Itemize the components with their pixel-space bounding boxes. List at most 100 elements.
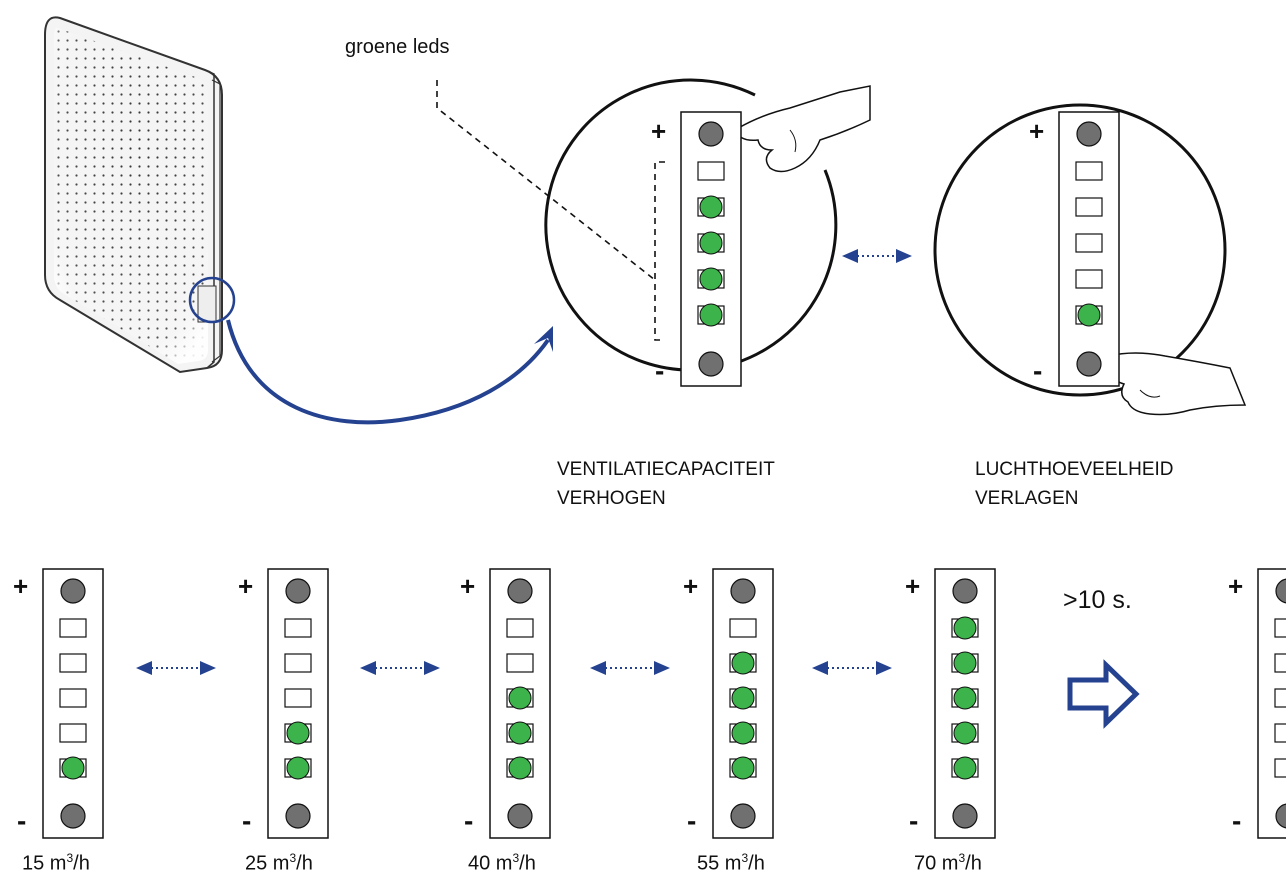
step-panel-1-led-1: [59, 618, 87, 638]
toggle-arrow-1: [136, 661, 216, 675]
timeout-label: >10 s.: [1063, 586, 1132, 614]
step-panel-4-plus-sign: +: [683, 571, 698, 601]
panel-increase-led-1: [697, 161, 725, 181]
panel-decrease-led-2: [1075, 197, 1103, 217]
step-panel-5: +-: [905, 568, 996, 839]
toggle-arrow-2: [360, 661, 440, 675]
zoom-arrow: [226, 319, 550, 425]
flow-label-4: 55 m3/h: [697, 851, 765, 875]
panel-decrease-led-3: [1075, 233, 1103, 253]
panel-increase: +-: [651, 111, 742, 387]
zoom-circle-decrease: [933, 103, 1227, 397]
step-panel-4-minus-sign: -: [687, 805, 696, 836]
panel-increase-led-3-lit: [699, 231, 723, 255]
step-panel-3-minus-button[interactable]: [507, 803, 533, 829]
panel-increase-led-4-lit: [699, 267, 723, 291]
step-panel-4-led-2-lit: [731, 651, 755, 675]
callout-line: [436, 80, 656, 281]
step-panel-5-plus-sign: +: [905, 571, 920, 601]
step-panel-4-led-3-lit: [731, 686, 755, 710]
step-panel-1-plus-button[interactable]: [60, 578, 86, 604]
timeout-result-panel-led-3: [1274, 688, 1286, 708]
timeout-result-panel-minus-sign: -: [1232, 805, 1241, 836]
step-panel-1: +-: [13, 568, 104, 839]
panel-decrease-plus-button[interactable]: [1076, 121, 1102, 147]
panel-decrease-plus-sign: +: [1029, 116, 1044, 146]
step-panel-2-plus-button[interactable]: [285, 578, 311, 604]
step-panel-1-led-4: [59, 723, 87, 743]
step-panel-4: +-: [683, 568, 774, 839]
step-panel-1-led-5-lit: [61, 756, 85, 780]
step-panel-1-plus-sign: +: [13, 571, 28, 601]
step-panel-5-led-2-lit: [953, 651, 977, 675]
step-panel-3-plus-button[interactable]: [507, 578, 533, 604]
step-panel-5-minus-button[interactable]: [952, 803, 978, 829]
zoom-arrow-head: [534, 326, 553, 352]
caption-decrease-line2: VERLAGEN: [975, 488, 1079, 509]
hand-pressing-plus: [734, 85, 871, 173]
step-panel-1-minus-button[interactable]: [60, 803, 86, 829]
step-panel-1-led-2: [59, 653, 87, 673]
flow-label-2: 25 m3/h: [245, 851, 313, 875]
step-panel-3-led-3-lit: [508, 686, 532, 710]
step-panel-5-led-1-lit: [953, 616, 977, 640]
step-panel-5-led-5-lit: [953, 756, 977, 780]
step-panel-3-led-5-lit: [508, 756, 532, 780]
step-panel-3-plus-sign: +: [460, 571, 475, 601]
caption-increase: VENTILATIECAPACITEIT VERHOGEN: [557, 455, 775, 513]
timeout-result-panel-led-1: [1274, 618, 1286, 638]
timeout-result-panel: +-: [1228, 568, 1286, 839]
timeout-arrow: [1067, 659, 1140, 729]
panel-increase-minus-sign: -: [655, 355, 664, 386]
step-panel-2-led-4-lit: [286, 721, 310, 745]
step-panel-2-led-3: [284, 688, 312, 708]
timeout-result-panel-plus-button[interactable]: [1275, 578, 1286, 604]
panel-increase-minus-button[interactable]: [698, 351, 724, 377]
toggle-arrow-3: [590, 661, 670, 675]
step-panel-2-led-5-lit: [286, 756, 310, 780]
step-panel-3-led-1: [506, 618, 534, 638]
panel-decrease-led-5-lit: [1077, 303, 1101, 327]
step-panel-3: +-: [460, 568, 551, 839]
timeout-result-panel-plus-sign: +: [1228, 571, 1243, 601]
panel-decrease: +-: [1029, 111, 1120, 387]
step-panel-4-led-5-lit: [731, 756, 755, 780]
timeout-result-panel-led-2: [1274, 653, 1286, 673]
caption-decrease: LUCHTHOEVEELHEID VERLAGEN: [975, 455, 1174, 513]
step-panel-4-minus-button[interactable]: [730, 803, 756, 829]
step-panel-5-minus-sign: -: [909, 805, 918, 836]
flow-label-5: 70 m3/h: [914, 851, 982, 875]
toggle-arrow-4: [812, 661, 892, 675]
caption-increase-line2: VERHOGEN: [557, 488, 666, 509]
step-panel-3-led-4-lit: [508, 721, 532, 745]
step-panel-3-minus-sign: -: [464, 805, 473, 836]
step-panel-4-plus-button[interactable]: [730, 578, 756, 604]
led-bracket: [654, 161, 665, 341]
step-panel-1-led-3: [59, 688, 87, 708]
panel-decrease-led-1: [1075, 161, 1103, 181]
panel-increase-plus-sign: +: [651, 116, 666, 146]
step-panel-4-led-1: [729, 618, 757, 638]
step-panel-4-led-4-lit: [731, 721, 755, 745]
step-panel-2-led-2: [284, 653, 312, 673]
flow-label-1: 15 m3/h: [22, 851, 90, 875]
hand-pressing-minus: [1104, 352, 1247, 416]
timeout-result-panel-minus-button[interactable]: [1275, 803, 1286, 829]
toggle-arrow-top: [842, 249, 912, 263]
step-panel-5-plus-button[interactable]: [952, 578, 978, 604]
ventilation-device: [44, 16, 236, 374]
flow-label-3: 40 m3/h: [468, 851, 536, 875]
panel-decrease-minus-button[interactable]: [1076, 351, 1102, 377]
panel-increase-plus-button[interactable]: [698, 121, 724, 147]
zoom-circle-increase: [544, 78, 838, 372]
step-panel-2-minus-sign: -: [242, 805, 251, 836]
callout-label: groene leds: [345, 36, 450, 58]
panel-decrease-minus-sign: -: [1033, 355, 1042, 386]
timeout-result-panel-led-4: [1274, 723, 1286, 743]
step-panel-2-led-1: [284, 618, 312, 638]
device-detail-circle: [188, 276, 236, 324]
step-panel-2-minus-button[interactable]: [285, 803, 311, 829]
panel-increase-led-5-lit: [699, 303, 723, 327]
